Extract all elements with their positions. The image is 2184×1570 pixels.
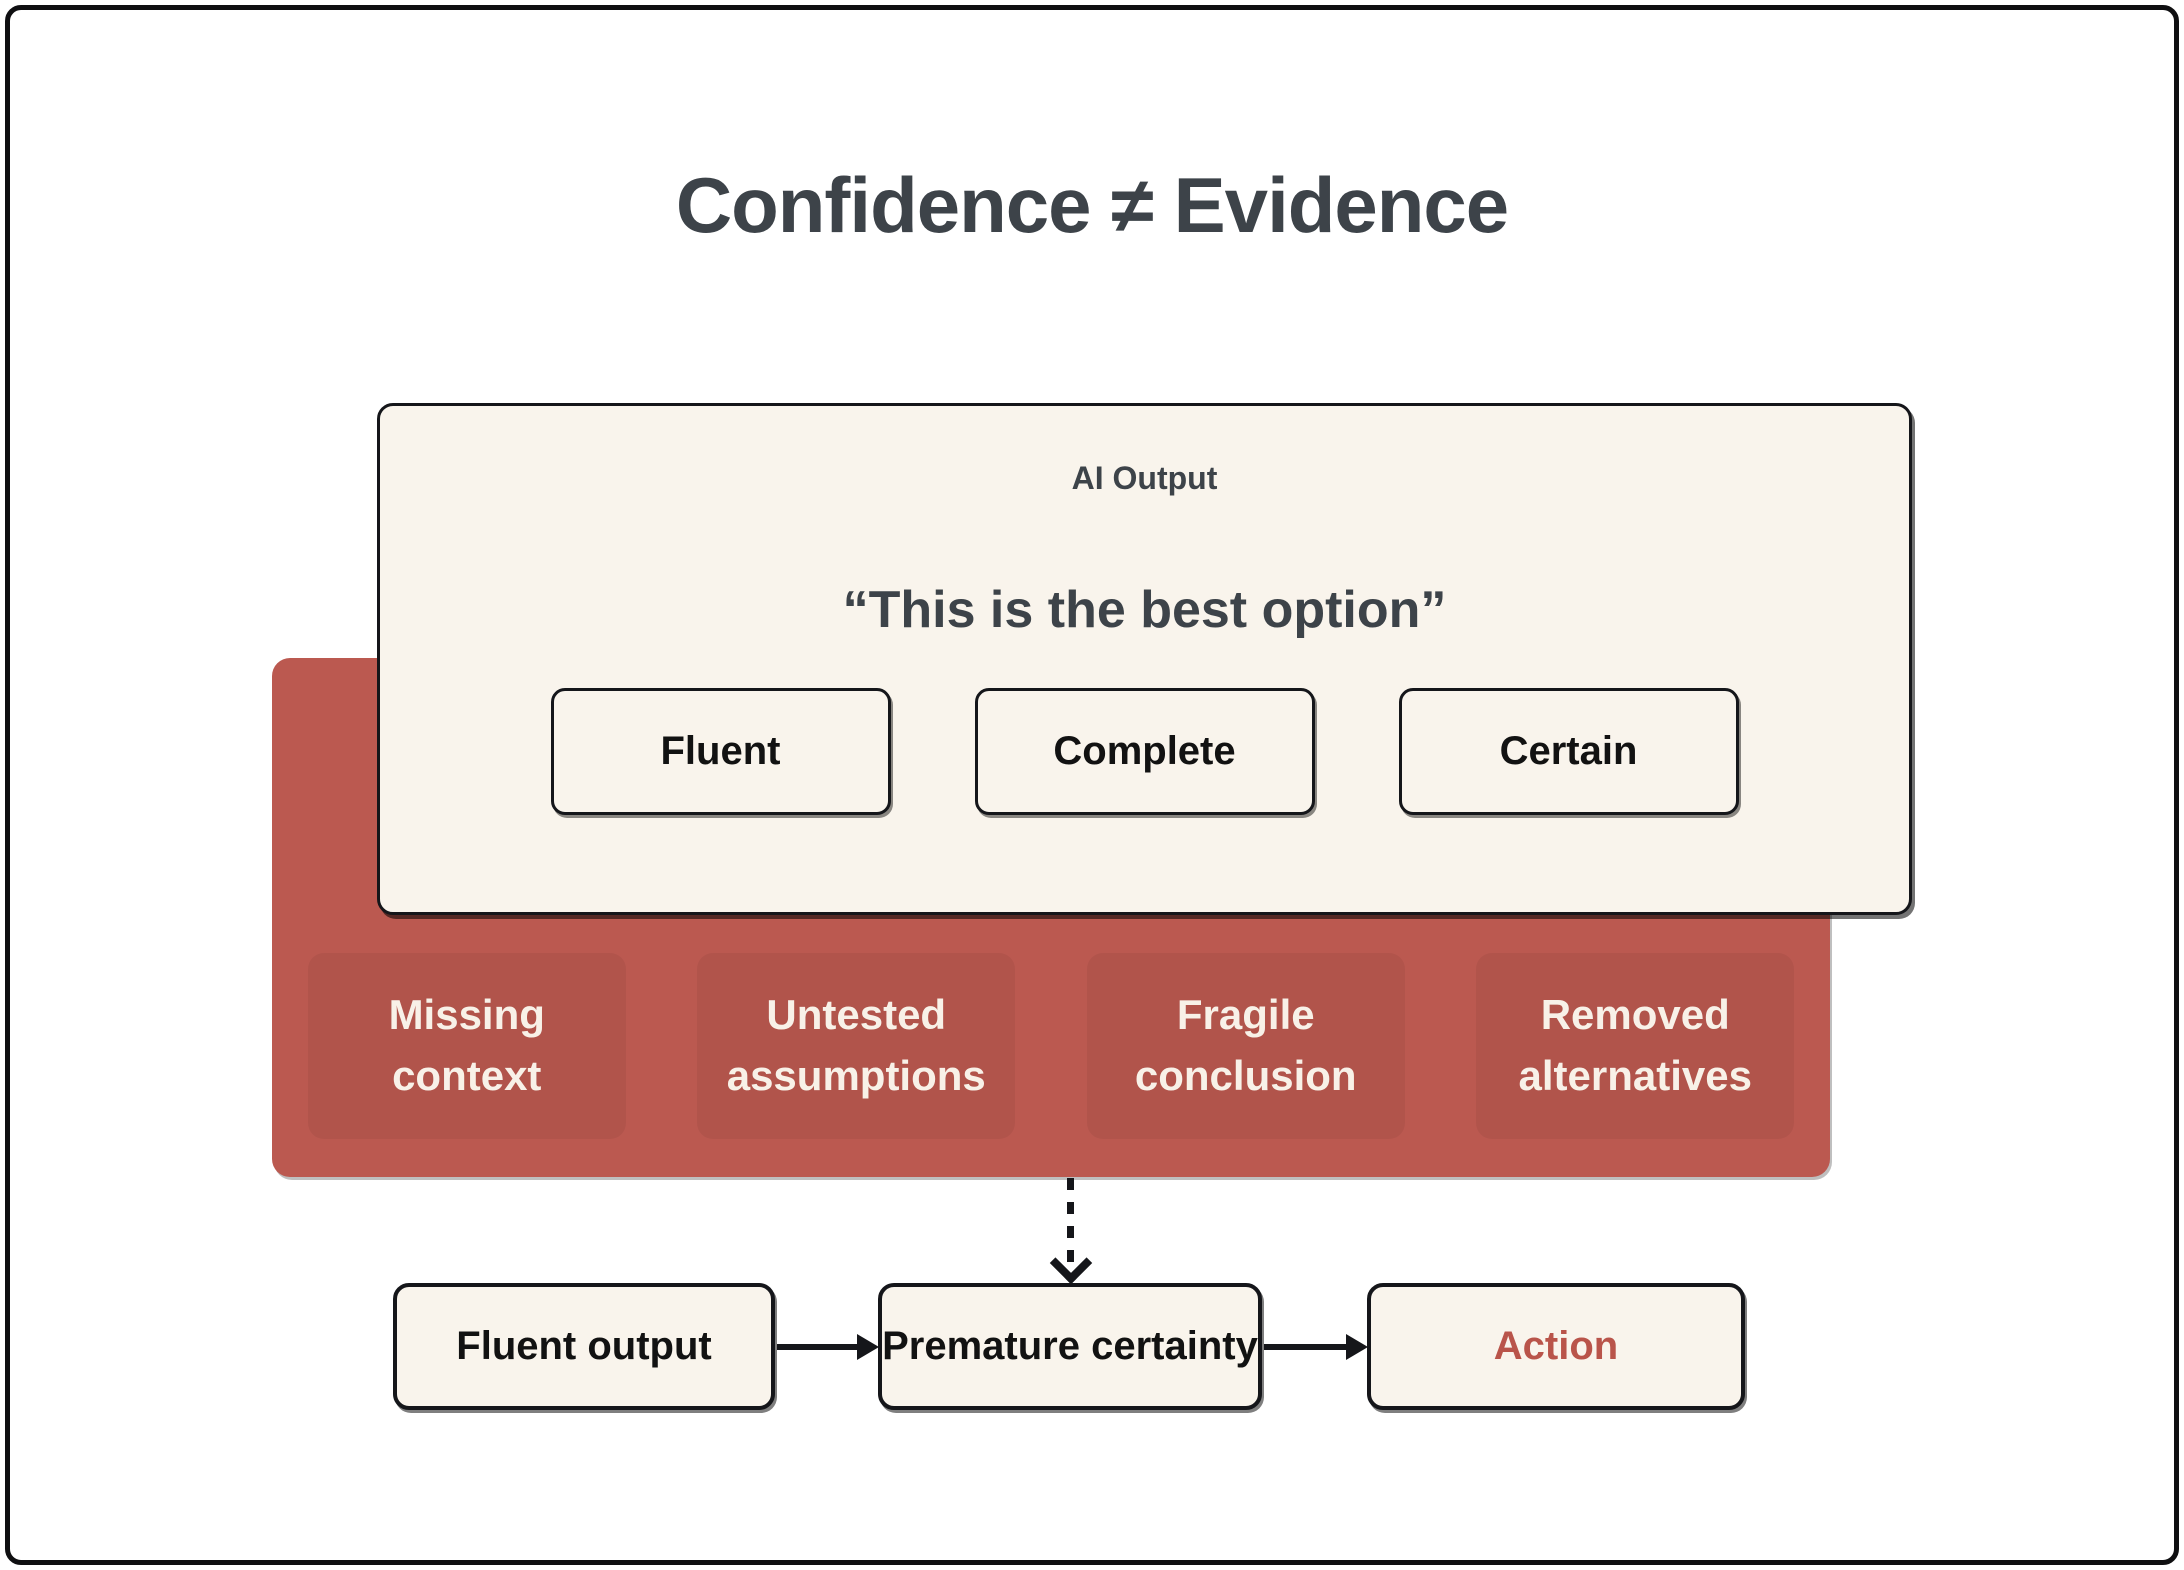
flaw-item: Missing context xyxy=(272,915,662,1177)
flaw-chip: Missing context xyxy=(307,953,626,1139)
flaw-item: Removed alternatives xyxy=(1441,915,1831,1177)
flow-step-fluent-output: Fluent output xyxy=(393,1283,775,1410)
quality-row: Fluent Complete Certain xyxy=(380,688,1909,815)
flow-step-action: Action xyxy=(1367,1283,1745,1410)
hidden-flaws-row: Missing context Untested assumptions Fra… xyxy=(272,915,1830,1177)
flaw-label-untested-assumptions: Untested assumptions xyxy=(726,991,986,1099)
flaw-label-fragile-conclusion: Fragile conclusion xyxy=(1134,991,1357,1099)
flaw-label-removed-alternatives: Removed alternatives xyxy=(1518,991,1752,1099)
flow-step-premature-certainty: Premature certainty xyxy=(878,1283,1262,1410)
flaw-chip: Untested assumptions xyxy=(697,953,1016,1139)
quality-box-complete: Complete xyxy=(974,688,1315,815)
flaw-item: Fragile conclusion xyxy=(1051,915,1441,1177)
ai-output-quote: “This is the best option” xyxy=(842,581,1447,639)
diagram-title: Confidence ≠ Evidence xyxy=(675,161,1509,249)
ai-output-card: AI Output “This is the best option” Flue… xyxy=(377,403,1912,915)
arrow-right-head-icon xyxy=(857,1334,879,1360)
flaw-chip: Fragile conclusion xyxy=(1086,953,1405,1139)
flaw-label-missing-context: Missing context xyxy=(388,991,545,1099)
arrow-right-icon xyxy=(777,1344,859,1350)
ai-output-label: AI Output xyxy=(1071,460,1218,496)
quality-box-certain: Certain xyxy=(1398,688,1739,815)
arrow-right-icon xyxy=(1264,1344,1348,1350)
flaw-chip: Removed alternatives xyxy=(1476,953,1795,1139)
flaw-item: Untested assumptions xyxy=(662,915,1052,1177)
arrow-right-head-icon xyxy=(1346,1334,1368,1360)
quality-box-fluent: Fluent xyxy=(550,688,891,815)
dashed-arrow-down-icon xyxy=(1067,1178,1074,1262)
